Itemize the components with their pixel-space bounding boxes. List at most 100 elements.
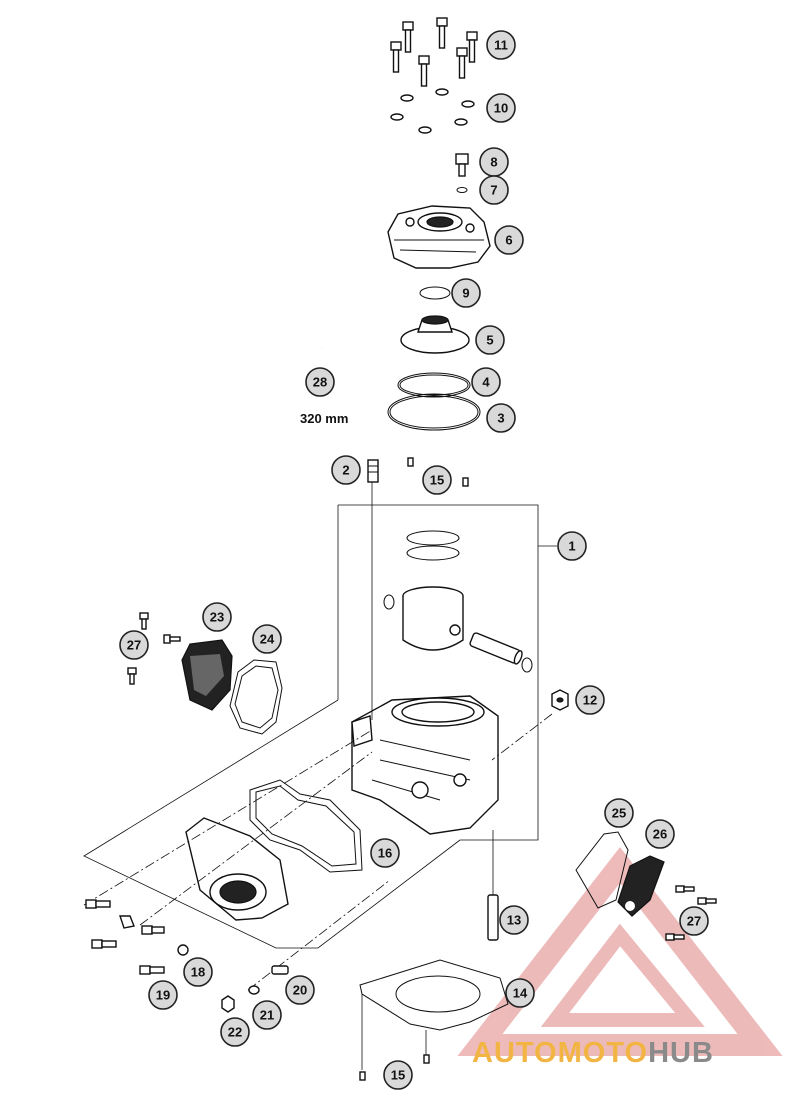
svg-text:28: 28 [313, 375, 327, 390]
dowel-pin [423, 1054, 430, 1064]
callout: 7 [479, 175, 509, 205]
svg-text:27: 27 [127, 638, 141, 653]
head-bolts [390, 17, 478, 87]
watermark-text: AUTOMOTOHUB [472, 1037, 714, 1069]
svg-text:19: 19 [156, 988, 170, 1003]
callout: 18 [183, 957, 213, 987]
o-ring-3 [387, 393, 481, 431]
callout: 28 [305, 367, 335, 397]
cover-screw [455, 153, 469, 177]
cylinder-head [387, 205, 491, 269]
svg-text:24: 24 [260, 632, 275, 647]
washers [390, 88, 475, 134]
callout: 20 [285, 975, 315, 1005]
watermark-logo [457, 847, 783, 1056]
svg-text:23: 23 [210, 610, 224, 625]
base-gasket [359, 959, 509, 1031]
callout: 2 [331, 455, 361, 485]
svg-text:1: 1 [568, 539, 575, 554]
callout: 24 [252, 624, 282, 654]
svg-text:7: 7 [490, 183, 497, 198]
svg-text:25: 25 [612, 806, 626, 821]
piston [402, 586, 464, 651]
o-ring-3-inner [389, 395, 479, 429]
assembly-bracket [338, 504, 539, 841]
svg-text:14: 14 [513, 986, 528, 1001]
o-ring-4-inner [399, 374, 469, 396]
o-ring-4 [397, 372, 471, 398]
callout: 27 [119, 630, 149, 660]
svg-text:5: 5 [486, 333, 493, 348]
callout: 11 [486, 30, 516, 60]
callout: 10 [486, 93, 516, 123]
callout: 13 [499, 905, 529, 935]
cover-o-ring [456, 187, 468, 193]
cylinder [351, 695, 499, 835]
assembly-outline [83, 699, 461, 949]
dowel-pin [359, 1071, 366, 1081]
circlip [521, 657, 533, 673]
svg-text:20: 20 [293, 983, 307, 998]
svg-text:9: 9 [462, 286, 469, 301]
svg-text:3: 3 [497, 411, 504, 426]
intake-flange [185, 817, 289, 921]
cover-screws-left [127, 612, 181, 685]
clip [119, 915, 135, 929]
svg-text:15: 15 [430, 473, 444, 488]
side-cover-gasket [575, 831, 629, 909]
svg-text:27: 27 [687, 914, 701, 929]
intake-screws [85, 899, 165, 975]
cover-gasket [229, 659, 283, 735]
svg-text:13: 13 [507, 913, 521, 928]
callout: 19 [148, 980, 178, 1010]
callout: 23 [202, 602, 232, 632]
dowel-pin [407, 457, 414, 467]
callout: 22 [220, 1017, 250, 1047]
svg-text:4: 4 [482, 375, 490, 390]
dowel-pin [462, 477, 469, 487]
callout: 3 [486, 403, 516, 433]
cover-screws-right [665, 885, 717, 941]
combustion-chamber-insert [400, 315, 470, 354]
svg-text:26: 26 [653, 827, 667, 842]
head-o-ring [419, 286, 451, 300]
nut [221, 995, 235, 1013]
stud [487, 894, 499, 941]
svg-text:16: 16 [378, 846, 392, 861]
hose-length-label: 320 mm [300, 411, 348, 426]
callout: 27 [679, 906, 709, 936]
svg-text:10: 10 [494, 101, 508, 116]
callout: 8 [479, 147, 509, 177]
svg-text:12: 12 [583, 693, 597, 708]
callout: 6 [494, 225, 524, 255]
svg-text:18: 18 [191, 965, 205, 980]
circlip [383, 594, 395, 610]
exhaust-valve-cover [181, 639, 233, 711]
callout: 12 [575, 685, 605, 715]
piston-ring [406, 545, 460, 561]
svg-text:8: 8 [490, 155, 497, 170]
callout: 4 [471, 367, 501, 397]
callout: 9 [451, 278, 481, 308]
callout: 16 [370, 838, 400, 868]
piston-ring [406, 530, 460, 546]
piston-pin [469, 632, 523, 665]
callout: 15 [383, 1060, 413, 1090]
svg-text:11: 11 [494, 38, 508, 53]
washer [248, 985, 260, 995]
washer [177, 944, 189, 956]
callout: 1 [557, 531, 587, 561]
svg-text:21: 21 [260, 1008, 274, 1023]
callout: 25 [604, 798, 634, 828]
callout: 26 [645, 819, 675, 849]
callout: 21 [252, 1000, 282, 1030]
callout: 14 [505, 978, 535, 1008]
svg-text:15: 15 [391, 1068, 405, 1083]
spacer [271, 965, 289, 975]
side-cover [617, 855, 665, 917]
callout: 15 [422, 465, 452, 495]
callout: 5 [475, 325, 505, 355]
svg-text:22: 22 [228, 1025, 242, 1040]
svg-text:6: 6 [505, 233, 512, 248]
